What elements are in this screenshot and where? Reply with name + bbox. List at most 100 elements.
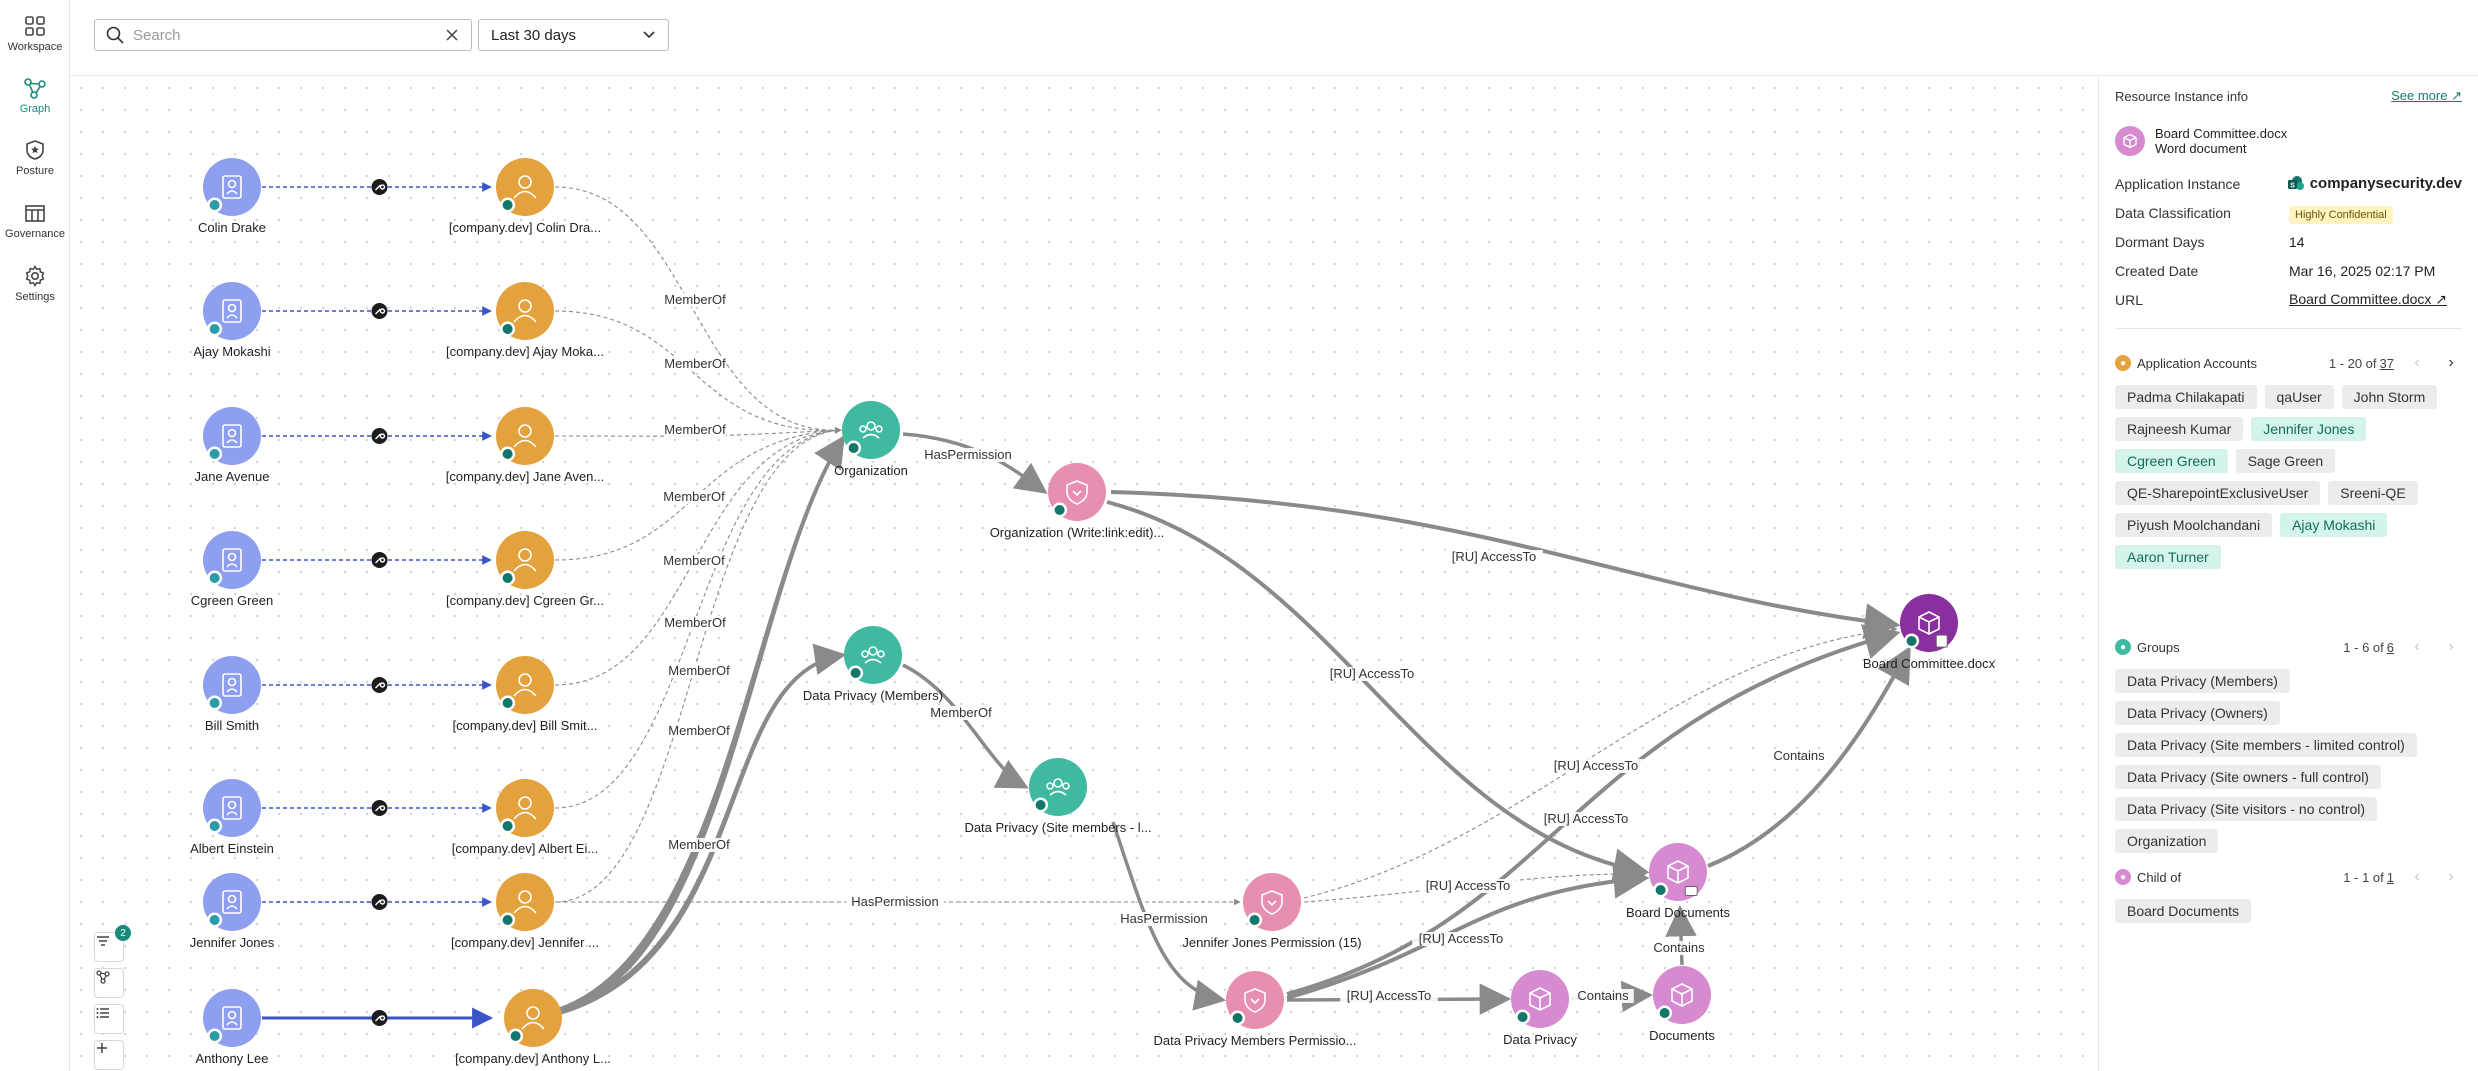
accessto-edge[interactable] (1106, 500, 1650, 885)
permission-node-jj[interactable]: Jennifer Jones Permission (15) (1182, 873, 1362, 950)
prev-page-icon[interactable]: ‹ (2414, 354, 2420, 371)
memberof-edge[interactable] (556, 435, 845, 1012)
account-chip[interactable]: John Storm (2341, 385, 2438, 409)
account-chip[interactable]: Aaron Turner (2115, 545, 2221, 569)
user-node[interactable]: Jane Avenue (195, 407, 270, 484)
memberof-edge[interactable] (902, 663, 1029, 789)
edge-label-layer: MemberOfMemberOfMemberOfMemberOfMemberOf… (663, 292, 1830, 1003)
nav-governance[interactable]: Governance (0, 195, 70, 255)
account-node-label: [company.dev] Jennifer ... (451, 935, 599, 950)
account-node[interactable]: [company.dev] Ajay Moka... (446, 282, 604, 359)
group-chip[interactable]: Data Privacy (Site owners - full control… (2115, 765, 2381, 789)
group-node-dp-members[interactable]: Data Privacy (Members) (803, 626, 943, 703)
see-more-link[interactable]: See more ↗ (2391, 88, 2462, 104)
group-node-dp-site-members[interactable]: Data Privacy (Site members - l... (964, 758, 1152, 835)
group-chip[interactable]: Organization (2115, 829, 2219, 853)
left-nav: Workspace Graph Posture Governance Setti… (0, 0, 70, 1071)
group-chip[interactable]: Data Privacy (Site members - limited con… (2115, 733, 2417, 757)
account-chip[interactable]: Piyush Moolchandani (2115, 513, 2273, 537)
user-node[interactable]: Ajay Mokashi (193, 282, 271, 359)
memberof-edge[interactable] (556, 643, 847, 1016)
user-node[interactable]: Albert Einstein (190, 779, 274, 856)
edge-label: MemberOf (664, 422, 726, 437)
contains-edge[interactable] (1707, 645, 1911, 868)
account-node[interactable]: [company.dev] Albert Ei... (452, 779, 598, 856)
group-chip[interactable]: Data Privacy (Site visitors - no control… (2115, 797, 2378, 821)
sharepoint-icon (1517, 1011, 1528, 1022)
resource-node-target[interactable]: Board Committee.docx (1863, 594, 1996, 671)
account-chip[interactable]: Sreeni-QE (2328, 481, 2418, 505)
group-chip[interactable]: Data Privacy (Members) (2115, 669, 2290, 693)
accessto-edge[interactable] (1303, 626, 1898, 899)
account-node[interactable]: [company.dev] Cgreen Gr... (446, 531, 604, 608)
edge-label-bg (1412, 932, 1510, 946)
nav-graph[interactable]: Graph (0, 70, 70, 130)
date-range-select[interactable]: Last 30 days (478, 19, 669, 51)
edge-label: HasPermission (924, 447, 1011, 462)
memberof-edge[interactable] (554, 310, 842, 434)
user-node-label: Jennifer Jones (190, 935, 275, 950)
haspermission-edge[interactable] (1111, 821, 1227, 1011)
resource-node-documents[interactable]: Documents (1649, 966, 1715, 1043)
layout-button[interactable] (94, 968, 124, 998)
next-page-icon[interactable]: › (2448, 638, 2454, 655)
childof-chip[interactable]: Board Documents (2115, 899, 2252, 923)
graph-svg[interactable]: MemberOfMemberOfMemberOfMemberOfMemberOf… (70, 77, 2098, 1071)
sharepoint-icon (502, 572, 513, 583)
group-chip[interactable]: Data Privacy (Owners) (2115, 701, 2280, 725)
sharepoint-icon (848, 442, 859, 453)
permission-node-org[interactable]: Organization (Write:link:edit)... (990, 463, 1165, 540)
permission-node-dpm[interactable]: Data Privacy Members Permissio... (1154, 971, 1357, 1048)
edge-label-bg (1537, 812, 1635, 826)
next-page-icon[interactable]: › (2448, 868, 2454, 885)
user-node[interactable]: Cgreen Green (191, 531, 273, 608)
resource-node-board-docs[interactable]: Board Documents (1626, 843, 1731, 920)
graph-icon (24, 78, 46, 99)
group-node-organization[interactable]: Organization (834, 401, 908, 478)
account-chip[interactable]: Sage Green (2235, 449, 2336, 473)
user-node[interactable]: Anthony Lee (195, 989, 269, 1066)
nav-workspace[interactable]: Workspace (0, 8, 70, 68)
account-node[interactable]: [company.dev] Anthony L... (455, 989, 611, 1066)
account-chip[interactable]: Padma Chilakapati (2115, 385, 2257, 409)
filter-button[interactable]: 2 (94, 925, 131, 962)
account-chip[interactable]: Ajay Mokashi (2280, 513, 2388, 537)
account-node[interactable]: [company.dev] Colin Dra... (449, 158, 601, 235)
zoom-in-button[interactable] (94, 1040, 124, 1070)
nav-posture[interactable]: Posture (0, 132, 70, 192)
account-node[interactable]: [company.dev] Jennifer ... (451, 873, 599, 950)
user-node[interactable]: Colin Drake (198, 158, 266, 235)
haspermission-edge[interactable] (902, 432, 1048, 494)
account-node[interactable]: [company.dev] Jane Aven... (446, 407, 605, 484)
list-view-button[interactable] (94, 1004, 124, 1034)
memberof-edge[interactable] (554, 186, 842, 434)
resource-node-data-privacy[interactable]: Data Privacy (1503, 970, 1577, 1047)
group-node-icon (1046, 778, 1070, 796)
account-node[interactable]: [company.dev] Bill Smit... (453, 656, 598, 733)
url-link[interactable]: Board Committee.docx ↗ (2289, 291, 2447, 308)
search-input[interactable] (133, 26, 433, 44)
account-chip[interactable]: qaUser (2264, 385, 2334, 409)
clear-icon[interactable] (445, 28, 459, 42)
user-node[interactable]: Jennifer Jones (190, 873, 275, 950)
prev-page-icon[interactable]: ‹ (2414, 638, 2420, 655)
edge-label: [RU] AccessTo (1426, 878, 1511, 893)
account-chip[interactable]: QE-SharepointExclusiveUser (2115, 481, 2321, 505)
key-icon-bg (371, 303, 388, 319)
contains-edge[interactable] (1665, 904, 1697, 966)
edge-label-bg (664, 357, 726, 371)
field-app-instance: Application Instance S companysecurity.d… (2115, 169, 2462, 198)
accessto-edge[interactable] (1286, 862, 1650, 1000)
user-node-icon (222, 548, 242, 572)
next-page-icon[interactable]: › (2448, 354, 2454, 371)
account-chip[interactable]: Jennifer Jones (2251, 417, 2367, 441)
user-node[interactable]: Bill Smith (203, 656, 261, 733)
account-chip[interactable]: Cgreen Green (2115, 449, 2228, 473)
account-chip[interactable]: Rajneesh Kumar (2115, 417, 2244, 441)
prev-page-icon[interactable]: ‹ (2414, 868, 2420, 885)
nav-settings[interactable]: Settings (0, 258, 70, 318)
sharepoint-icon (502, 820, 513, 831)
childof-range: 1 - 1 of (2343, 869, 2384, 885)
memberof-edge[interactable] (554, 427, 842, 903)
